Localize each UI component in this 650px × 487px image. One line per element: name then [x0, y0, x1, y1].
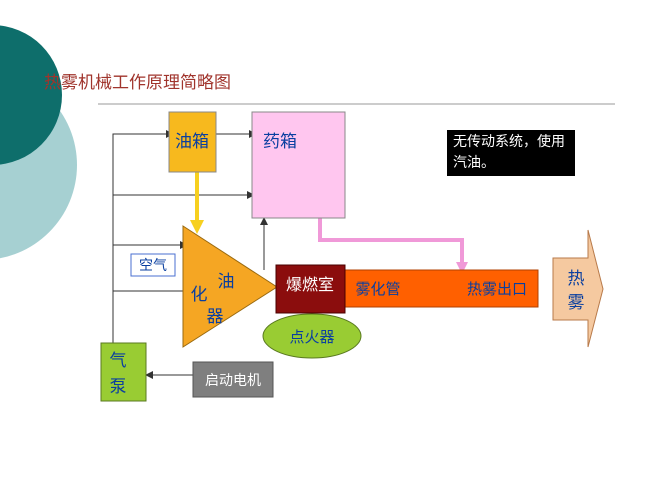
pump-char-1: 气 [110, 351, 127, 371]
atomizer-label: 雾化管 [355, 280, 400, 298]
air-pump-box [100, 342, 147, 402]
note-box: 无传动系统，使用汽油。 [447, 130, 575, 176]
pump-to-fuel-tank-line [112, 133, 169, 343]
page-title: 热雾机械工作原理简略图 [44, 73, 231, 93]
output-char-2: 雾 [568, 293, 585, 313]
fuel-feed-arrow [190, 220, 204, 234]
outlet-label: 热雾出口 [467, 280, 527, 298]
fuel-tank-label: 油箱 [175, 132, 209, 152]
teal-dark-circle [0, 25, 62, 165]
air-box [130, 253, 176, 277]
igniter-label: 点火器 [289, 328, 334, 346]
carburetor-char-3: 器 [207, 307, 224, 327]
output-char-1: 热 [568, 269, 585, 289]
medicine-tank-label: 药箱 [263, 132, 297, 152]
arrow-to-medicine-tank [247, 191, 255, 199]
igniter-ellipse [262, 313, 362, 359]
medicine-tank-box [251, 111, 346, 219]
fuel-tank-box [168, 111, 217, 173]
carburetor-char-2: 油 [218, 272, 235, 292]
air-label: 空气 [139, 258, 167, 274]
starter-motor-box [192, 361, 274, 398]
arrow-to-pump [145, 371, 153, 379]
arrow-up-to-medicine-tank [260, 217, 268, 225]
starter-motor-label: 启动电机 [205, 373, 261, 389]
combustion-chamber-label: 爆燃室 [286, 275, 334, 294]
combustion-chamber-box [275, 264, 346, 314]
medicine-feed-line [318, 218, 464, 264]
pump-char-2: 泵 [110, 377, 127, 397]
carburetor-triangle [182, 225, 278, 348]
medicine-feed-arrow [456, 262, 468, 274]
carburetor-char-1: 化 [191, 285, 208, 305]
hot-fog-output-arrow [552, 229, 604, 348]
